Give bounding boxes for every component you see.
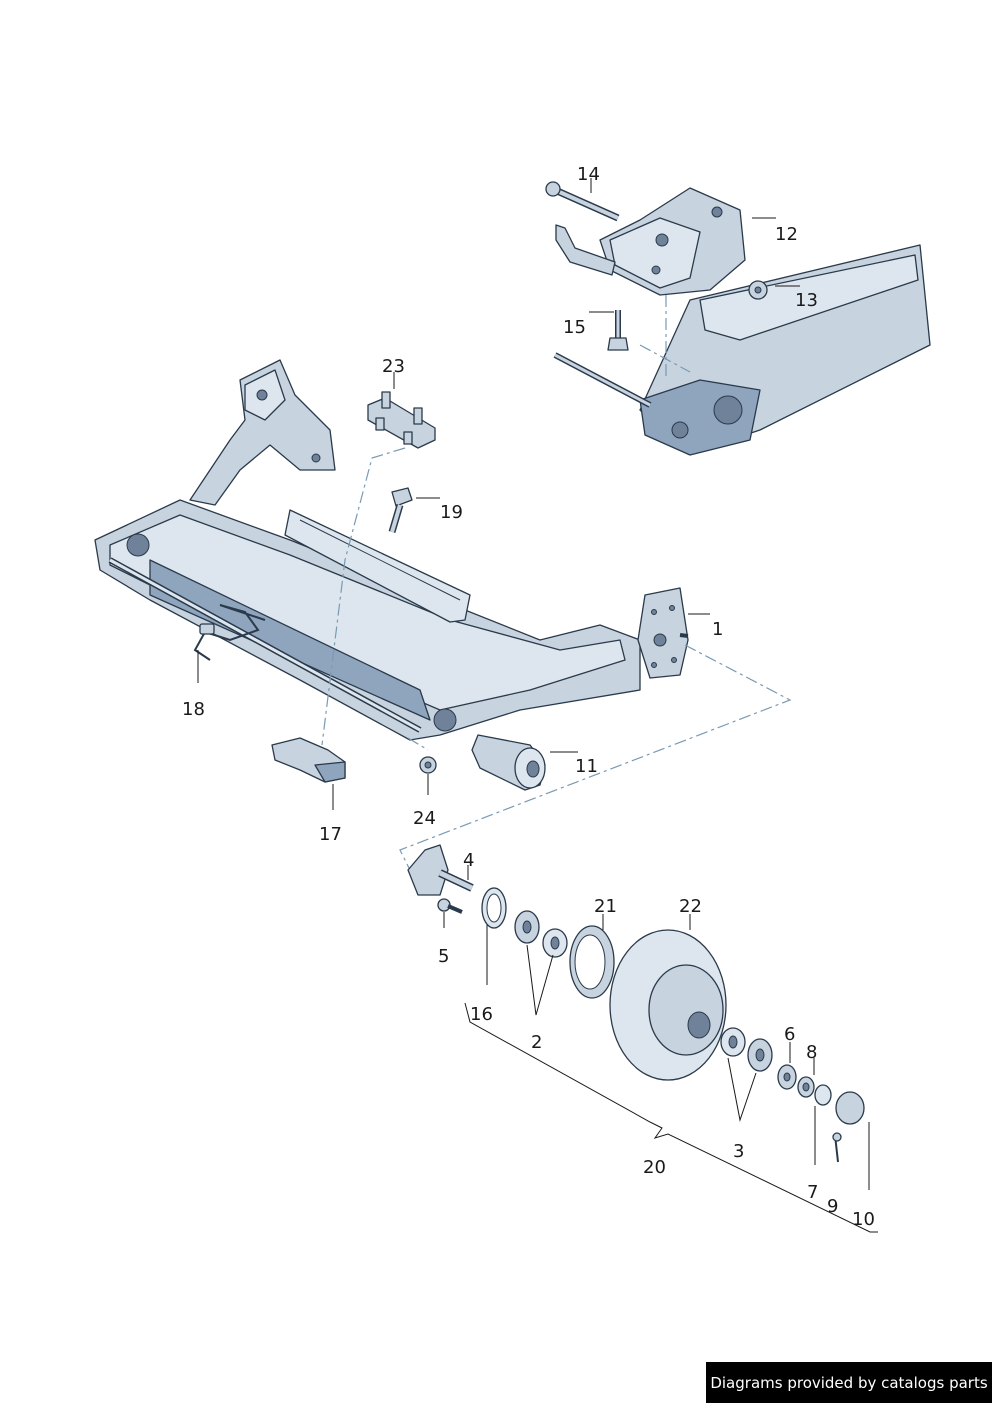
callout-3: 3	[733, 1141, 744, 1162]
callout-24: 24	[413, 808, 436, 829]
callout-6: 6	[784, 1024, 795, 1045]
callout-12: 12	[775, 224, 798, 245]
callout-4: 4	[463, 850, 474, 871]
axle-beam	[94, 359, 689, 741]
callout-1: 1	[712, 619, 723, 640]
callout-22: 22	[679, 896, 702, 917]
callout-15: 15	[563, 317, 586, 338]
small-parts	[271, 391, 792, 871]
credit-text: Diagrams provided by catalogs parts	[710, 1373, 988, 1392]
callout-8: 8	[806, 1042, 817, 1063]
callout-16: 16	[470, 1004, 493, 1025]
credit-banner: Diagrams provided by catalogs parts	[706, 1362, 992, 1403]
callout-13: 13	[795, 290, 818, 311]
callout-20: 20	[643, 1157, 666, 1178]
callout-18: 18	[182, 699, 205, 720]
callout-10: 10	[852, 1209, 875, 1230]
hub-assembly	[407, 844, 865, 1163]
callout-19: 19	[440, 502, 463, 523]
leader-lines	[197, 178, 878, 1233]
callout-5: 5	[438, 946, 449, 967]
bracket-assembly	[545, 181, 931, 456]
callout-17: 17	[319, 824, 342, 845]
callout-14: 14	[577, 164, 600, 185]
callout-23: 23	[382, 356, 405, 377]
callout-2: 2	[531, 1032, 542, 1053]
callout-21: 21	[594, 896, 617, 917]
callout-9: 9	[827, 1196, 838, 1217]
callout-labels: 1 2 3 4 5 6 7 8 9 10 11 12 13 14 15 16 1…	[182, 164, 875, 1230]
callout-11: 11	[575, 756, 598, 777]
callout-7: 7	[807, 1182, 818, 1203]
